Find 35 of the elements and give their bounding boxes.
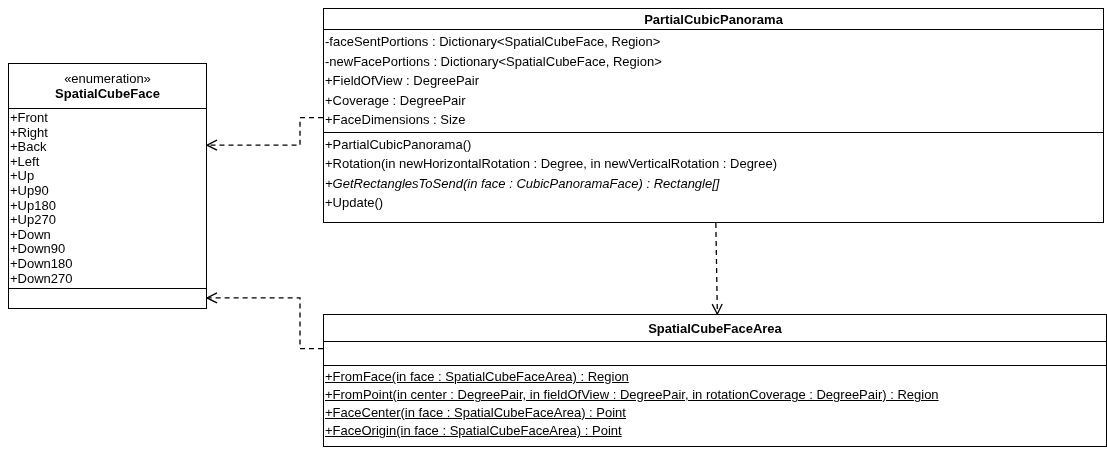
class-box bbox=[323, 8, 1104, 223]
attribute-text: +Up bbox=[9, 169, 36, 184]
operation-text: +Update() bbox=[324, 194, 385, 212]
class-name: SpatialCubeFaceArea bbox=[647, 320, 783, 336]
operation-text: +FaceCenter(in face : SpatialCubeFaceArea) : Point bbox=[324, 404, 627, 422]
dependency-arrow bbox=[206, 117, 324, 151]
attribute-text: +Down180 bbox=[9, 256, 74, 272]
operation-text: +Rotation(in newHorizontalRotation : Degree, in newVerticalRotation : Degree) bbox=[324, 155, 778, 173]
operation-text: +PartialCubicPanorama() bbox=[324, 135, 473, 154]
attribute-text: -newFacePortions : Dictionary<SpatialCubeFace, Region> bbox=[324, 52, 663, 71]
attribute-text: +Right bbox=[9, 125, 49, 141]
operation-text: +FromFace(in face : SpatialCubeFaceArea) : Region bbox=[324, 368, 630, 386]
dependency-arrow bbox=[206, 292, 324, 350]
class-name: PartialCubicPanorama bbox=[643, 11, 784, 27]
attribute-text: +Back bbox=[9, 140, 47, 155]
attribute-text: +Coverage : DegreePair bbox=[324, 91, 467, 110]
class-box bbox=[8, 63, 207, 309]
attribute-text: +Front bbox=[9, 111, 49, 126]
operation-text: +FromPoint(in center : DegreePair, in fieldOfView : DegreePair, in rotationCoverage : DegreePair) : Region bbox=[324, 386, 940, 404]
attribute-text: +FieldOfView : DegreePair bbox=[324, 72, 481, 90]
attribute-text: +Up180 bbox=[9, 198, 57, 214]
stereotype-label: «enumeration» bbox=[63, 71, 152, 86]
attribute-text: +Up270 bbox=[9, 213, 57, 228]
attribute-text: +FaceDimensions : Size bbox=[324, 111, 467, 129]
attribute-text: -faceSentPortions : Dictionary<SpatialCubeFace, Region> bbox=[324, 33, 662, 51]
class-box bbox=[323, 314, 1107, 447]
operation-text: +FaceOrigin(in face : SpatialCubeFaceArea) : Point bbox=[324, 422, 623, 440]
attribute-text: +Up90 bbox=[9, 183, 50, 199]
dependency-arrow bbox=[711, 222, 723, 315]
attribute-text: +Down bbox=[9, 227, 51, 243]
class-name: SpatialCubeFace bbox=[54, 86, 161, 101]
attribute-text: +Left bbox=[9, 154, 41, 170]
operation-text: +GetRectanglesToSend(in face : CubicPanoramaFace) : Rectangle[] bbox=[324, 174, 721, 193]
attribute-text: +Down270 bbox=[9, 271, 74, 287]
attribute-text: +Down90 bbox=[9, 242, 67, 257]
